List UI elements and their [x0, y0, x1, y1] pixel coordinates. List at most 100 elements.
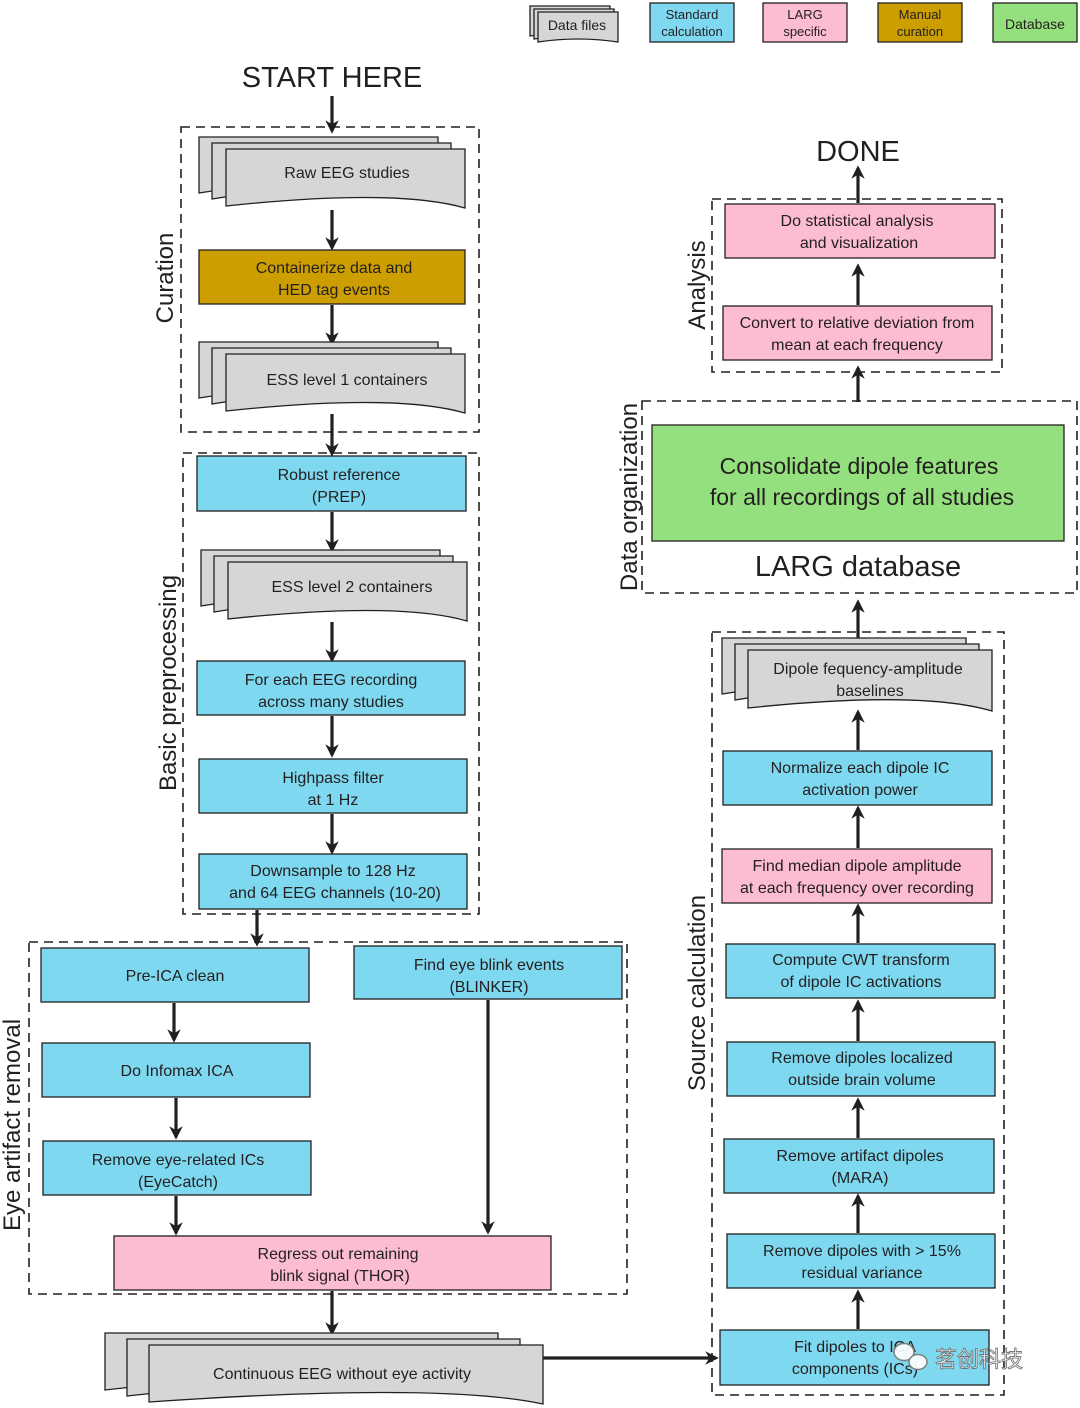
downsample-line-1: Downsample to 128 Hz [250, 863, 415, 880]
mara-line-1: Remove artifact dipoles [776, 1148, 943, 1165]
find-blink-box: Find eye blink events (BLINKER) [353, 945, 623, 1000]
legend-data-files-label: Data files [548, 17, 606, 33]
consolidate-line-1: Consolidate dipole features [720, 453, 999, 479]
section-label-organization: Data organization [616, 403, 643, 591]
base-line-1: Dipole fequency-amplitude [773, 661, 963, 678]
wechat-icon [893, 1342, 928, 1371]
larg-database-label: LARG database [755, 551, 961, 583]
continuous-label: Continuous EEG without eye activity [213, 1366, 471, 1383]
legend-larg-line-2: specific [783, 24, 827, 39]
base-line-2: baselines [836, 683, 904, 700]
brain-line-2: outside brain volume [788, 1072, 936, 1089]
start-here-label: START HERE [242, 62, 423, 94]
stat-line-1: Do statistical analysis [781, 213, 934, 230]
remove-residual-box: Remove dipoles with > 15% residual varia… [726, 1233, 996, 1289]
legend-standard: Standard calculation [649, 2, 735, 43]
section-label-basic: Basic preprocessing [155, 575, 182, 791]
mara-line-2: (MARA) [832, 1170, 889, 1187]
containerize-box: Containerize data and HED tag events [198, 249, 466, 305]
analysis-group [711, 198, 1003, 373]
brain-line-1: Remove dipoles localized [771, 1050, 952, 1067]
regress-line-1: Regress out remaining [258, 1246, 419, 1263]
blink-line-2: (BLINKER) [449, 979, 528, 996]
fit-line-2: components (ICs) [792, 1361, 918, 1378]
basic-preprocessing-group [182, 452, 480, 915]
compute-cwt-box: Compute CWT transform of dipole IC activ… [725, 943, 996, 999]
highpass-filter-box: Highpass filter at 1 Hz [198, 758, 468, 814]
statistical-box: Do statistical analysis and visualizatio… [724, 203, 996, 259]
legend-manual: Manual curation [877, 2, 963, 43]
norm-line-2: activation power [802, 782, 918, 799]
find-median-box: Find median dipole amplitude at each fre… [721, 848, 993, 904]
regress-box: Regress out remaining blink signal (THOR… [113, 1235, 552, 1291]
section-label-source: Source calculation [684, 895, 711, 1091]
watermark-text: 茗创科技 [935, 1348, 1023, 1373]
robust-line-2: (PREP) [312, 489, 366, 506]
legend-data-files: Data files [529, 5, 619, 43]
norm-line-1: Normalize each dipole IC [771, 760, 950, 777]
wechat-watermark: 茗创科技 [893, 1342, 1023, 1373]
containerize-line-1: Containerize data and [256, 260, 413, 277]
infomax-ica-box: Do Infomax ICA [41, 1042, 311, 1098]
blink-line-1: Find eye blink events [414, 957, 564, 974]
legend-larg-line-1: LARG [787, 7, 822, 22]
fit-dipoles-box: Fit dipoles to ICA components (ICs) [719, 1329, 990, 1386]
resid-line-2: residual variance [802, 1265, 923, 1282]
legend-larg: LARG specific [762, 2, 848, 43]
legend-standard-line-1: Standard [666, 7, 719, 22]
convert-line-2: mean at each frequency [771, 337, 943, 354]
raw-eeg-label: Raw EEG studies [284, 165, 409, 182]
regress-line-2: blink signal (THOR) [270, 1268, 410, 1285]
remove-eye-ics-box: Remove eye-related ICs (EyeCatch) [42, 1140, 312, 1196]
remove-eye-line-1: Remove eye-related ICs [92, 1152, 265, 1169]
downsample-box: Downsample to 128 Hz and 64 EEG channels… [198, 853, 468, 910]
ess1-label: ESS level 1 containers [267, 372, 428, 389]
convert-box: Convert to relative deviation from mean … [722, 305, 993, 361]
consolidate-line-2: for all recordings of all studies [710, 484, 1014, 510]
consolidate-box: Consolidate dipole features for all reco… [651, 424, 1065, 542]
foreach-line-1: For each EEG recording [245, 672, 418, 689]
remove-outside-brain-box: Remove dipoles localized outside brain v… [726, 1041, 996, 1097]
highpass-line-1: Highpass filter [282, 770, 384, 787]
highpass-line-2: at 1 Hz [308, 792, 359, 809]
ess2-label: ESS level 2 containers [272, 579, 433, 596]
downsample-line-2: and 64 EEG channels (10-20) [229, 885, 441, 902]
legend-manual-line-1: Manual [899, 7, 942, 22]
source-calculation-group [711, 631, 1005, 1396]
stat-line-2: and visualization [800, 235, 918, 252]
doc-continuous-eeg: Continuous EEG without eye activity [104, 1332, 544, 1405]
done-label: DONE [816, 136, 900, 168]
for-each-recording-box: For each EEG recording across many studi… [196, 660, 466, 716]
section-label-analysis: Analysis [684, 240, 711, 329]
preica-label: Pre-ICA clean [126, 968, 225, 985]
convert-line-1: Convert to relative deviation from [740, 315, 975, 332]
robust-line-1: Robust reference [278, 467, 401, 484]
doc-ess-level-1: ESS level 1 containers [198, 341, 466, 414]
doc-dipole-baselines: Dipole fequency-amplitude baselines [721, 637, 993, 712]
resid-line-1: Remove dipoles with > 15% [763, 1243, 961, 1260]
pre-ica-clean-box: Pre-ICA clean [40, 947, 310, 1003]
legend: Data files Standard calculation LARG spe… [529, 2, 1078, 43]
curation-group [180, 126, 480, 433]
infomax-label: Do Infomax ICA [121, 1063, 234, 1080]
section-label-curation: Curation [152, 233, 179, 324]
legend-database: Database [992, 2, 1078, 43]
legend-manual-line-2: curation [897, 24, 943, 39]
fit-line-1: Fit dipoles to ICA [794, 1339, 916, 1356]
doc-ess-level-2: ESS level 2 containers [200, 549, 468, 622]
remove-artifact-dipoles-box: Remove artifact dipoles (MARA) [723, 1138, 995, 1194]
section-label-eye: Eye artifact removal [0, 1019, 26, 1231]
median-line-2: at each frequency over recording [740, 880, 974, 897]
cwt-line-1: Compute CWT transform [772, 952, 950, 969]
foreach-line-2: across many studies [258, 694, 404, 711]
robust-reference-box: Robust reference (PREP) [196, 455, 467, 512]
legend-database-label: Database [1005, 16, 1065, 32]
eye-artifact-group [28, 941, 628, 1295]
cwt-line-2: of dipole IC activations [781, 974, 942, 991]
median-line-1: Find median dipole amplitude [752, 858, 961, 875]
doc-raw-eeg-studies: Raw EEG studies [198, 136, 466, 209]
remove-eye-line-2: (EyeCatch) [138, 1174, 218, 1191]
legend-standard-line-2: calculation [661, 24, 722, 39]
normalize-box: Normalize each dipole IC activation powe… [722, 750, 993, 806]
